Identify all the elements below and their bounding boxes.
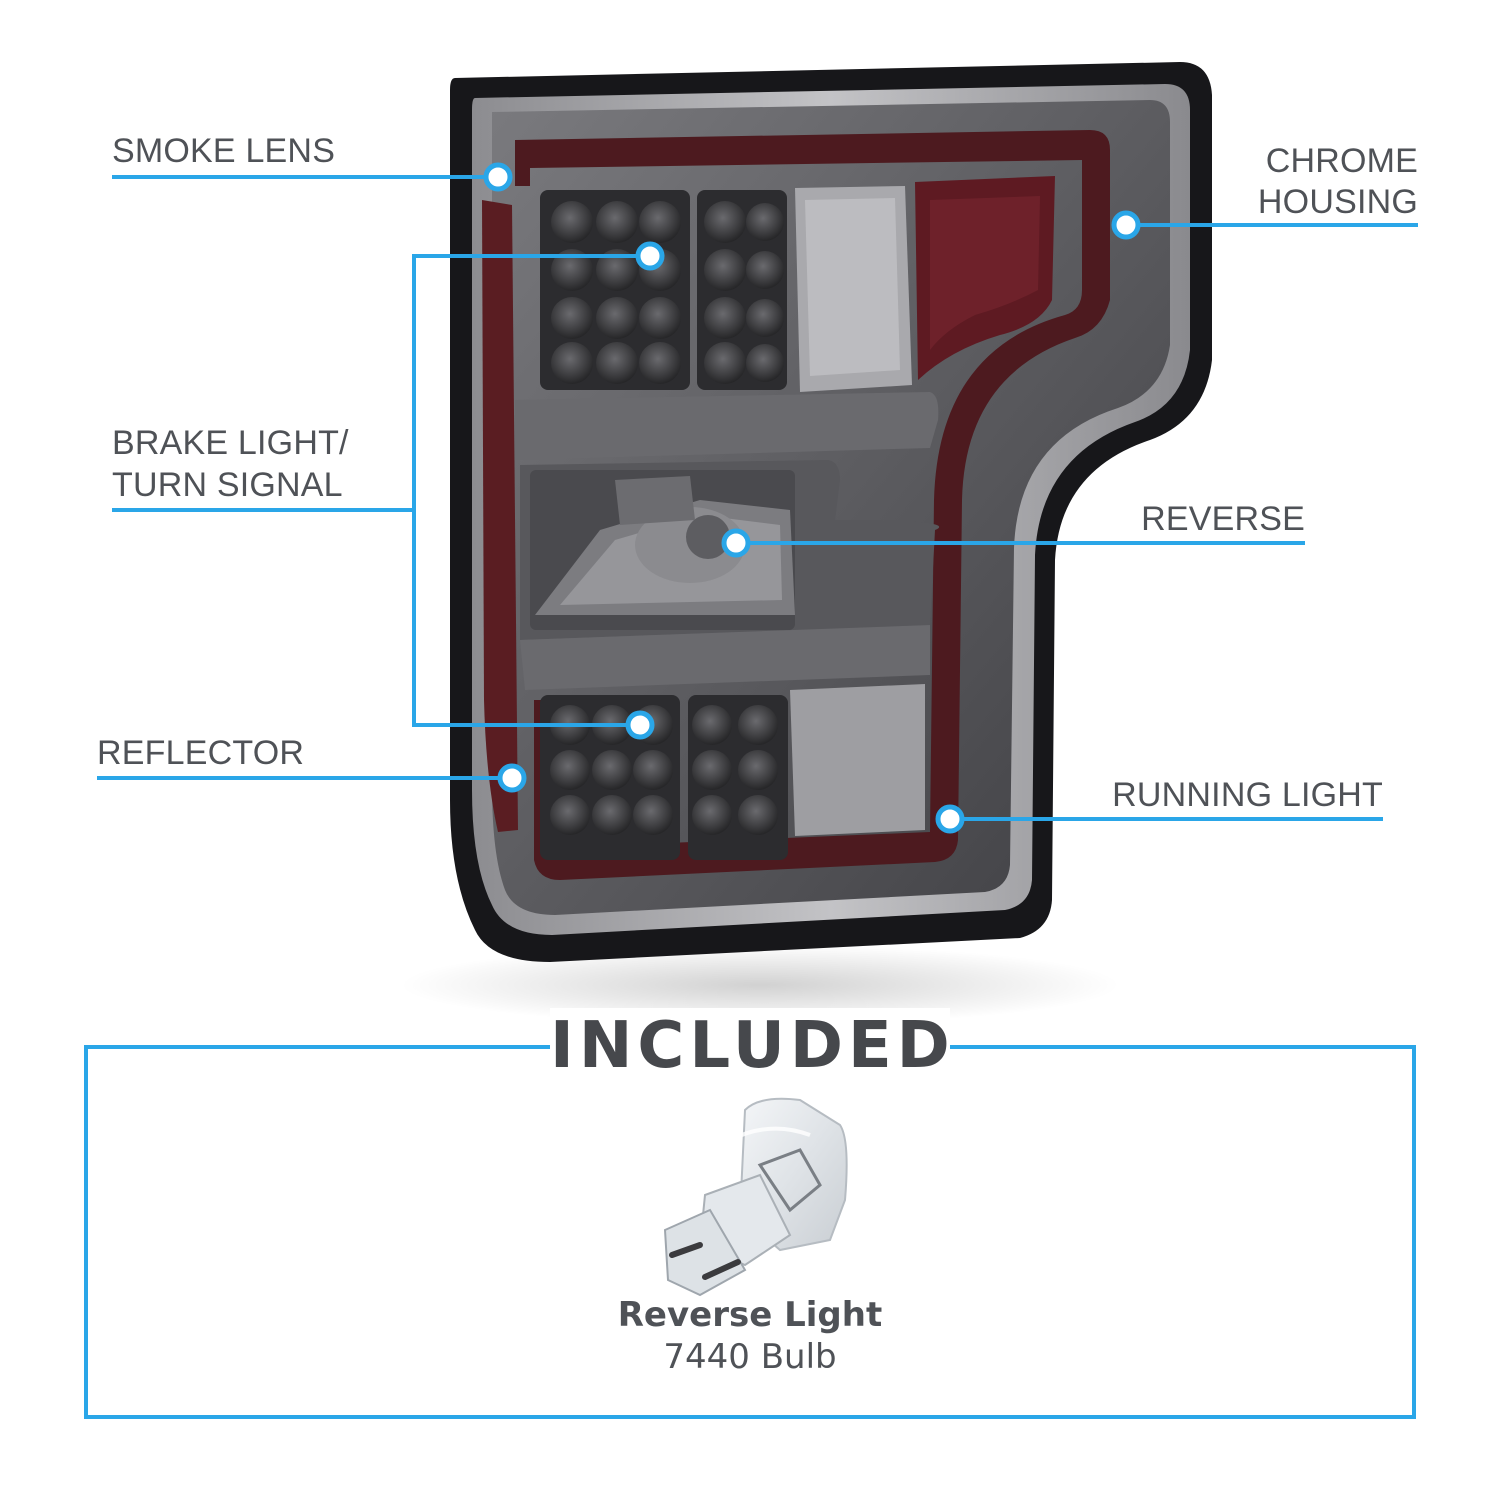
brake-upper-dot — [635, 241, 665, 271]
running-light-dot — [935, 804, 965, 834]
product-shadow — [400, 945, 1120, 1025]
chrome-housing-dot — [1111, 210, 1141, 240]
reverse-dot — [721, 528, 751, 558]
lower-led-dots — [550, 705, 778, 835]
reflector-label: REFLECTOR — [97, 734, 305, 772]
lower-divider-bar — [520, 625, 930, 690]
running-light-label: RUNNING LIGHT — [1112, 776, 1383, 814]
included-item-spec: 7440 Bulb — [663, 1337, 837, 1377]
smoke-lens-dot — [483, 162, 513, 192]
reflector-strip — [482, 200, 518, 832]
reflector-dot — [497, 763, 527, 793]
callout-lines — [97, 175, 1418, 821]
wedge-bulb-image — [663, 1097, 848, 1297]
brake-lower-dot — [625, 710, 655, 740]
chrome-housing-label-line2: HOUSING — [1257, 183, 1418, 221]
brake-turn-bracket — [412, 254, 650, 727]
upper-divider-bar — [515, 392, 939, 460]
upper-led-dots — [551, 201, 784, 384]
included-title: INCLUDED — [550, 1008, 955, 1084]
reverse-label: REVERSE — [1141, 500, 1305, 538]
smoke-lens-label: SMOKE LENS — [112, 132, 336, 170]
included-box — [84, 1045, 1416, 1419]
brake-turn-label-line2: TURN SIGNAL — [112, 466, 343, 504]
included-item-name: Reverse Light — [617, 1295, 883, 1335]
callout-dots — [483, 162, 1141, 834]
lower-chrome-panel — [790, 684, 925, 836]
chrome-housing-label-line1: CHROME — [1265, 142, 1418, 180]
brake-turn-label-line1: BRAKE LIGHT/ — [112, 424, 349, 462]
